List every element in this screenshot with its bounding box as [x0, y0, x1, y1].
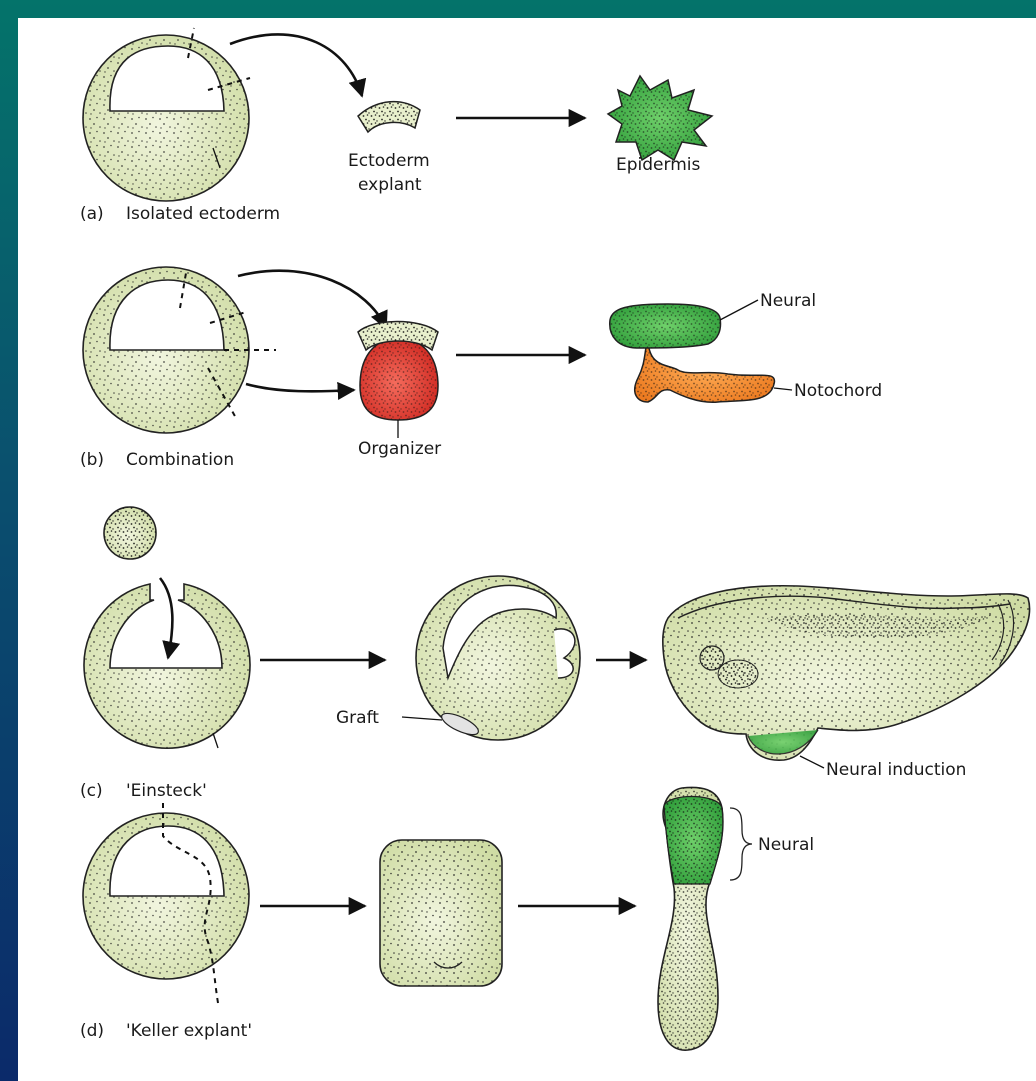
- caption-c-letter: (c): [80, 781, 103, 801]
- arrow-a-1: [230, 34, 362, 96]
- embryo-c-mid: [402, 576, 580, 740]
- embryo-a: [83, 28, 250, 201]
- graft-piece: [104, 507, 156, 559]
- figure-panel: Ectoderm explant Epidermis (a) Isolated …: [18, 18, 1036, 1081]
- organizer-label: Organizer: [358, 439, 441, 459]
- caption-a: Isolated ectoderm: [126, 204, 280, 224]
- ectoderm-label-1: Ectoderm: [348, 151, 430, 171]
- arrow-b-1: [238, 271, 386, 328]
- panel-c: Graft Neural induction (c) 'Einsteck': [80, 507, 1030, 801]
- arrow-b-2: [246, 384, 354, 391]
- graft-label: Graft: [336, 708, 379, 728]
- keller-explant: [380, 840, 502, 986]
- embryo-c: [84, 584, 250, 748]
- notochord-label: Notochord: [794, 381, 882, 401]
- epidermis-label: Epidermis: [616, 155, 700, 175]
- caption-d-letter: (d): [80, 1021, 104, 1041]
- caption-a-letter: (a): [80, 204, 104, 224]
- caption-d: 'Keller explant': [126, 1021, 252, 1041]
- neural-notochord-result: [610, 300, 792, 402]
- embryo-d: [83, 803, 249, 1003]
- neural-label-d: Neural: [758, 835, 814, 855]
- panel-a: Ectoderm explant Epidermis (a) Isolated …: [80, 28, 712, 224]
- elongated-explant: [658, 787, 752, 1050]
- tadpole: [663, 586, 1030, 768]
- ectoderm-explant: [358, 102, 420, 132]
- caption-b-letter: (b): [80, 450, 104, 470]
- embryo-induction-diagram: Ectoderm explant Epidermis (a) Isolated …: [18, 18, 1036, 1081]
- caption-b: Combination: [126, 450, 234, 470]
- ectoderm-label-2: explant: [358, 175, 422, 195]
- induction-label: Neural induction: [826, 760, 966, 780]
- epidermis-shape: [608, 76, 712, 160]
- panel-d: Neural (d) 'Keller explant': [80, 787, 814, 1050]
- panel-b: Organizer Neural Notochord (b) Combinati…: [80, 267, 882, 470]
- arrow-c-graft: [160, 578, 172, 658]
- neural-label-b: Neural: [760, 291, 816, 311]
- embryo-b: [83, 267, 276, 433]
- organizer-combo: [358, 322, 438, 439]
- caption-c: 'Einsteck': [126, 781, 207, 801]
